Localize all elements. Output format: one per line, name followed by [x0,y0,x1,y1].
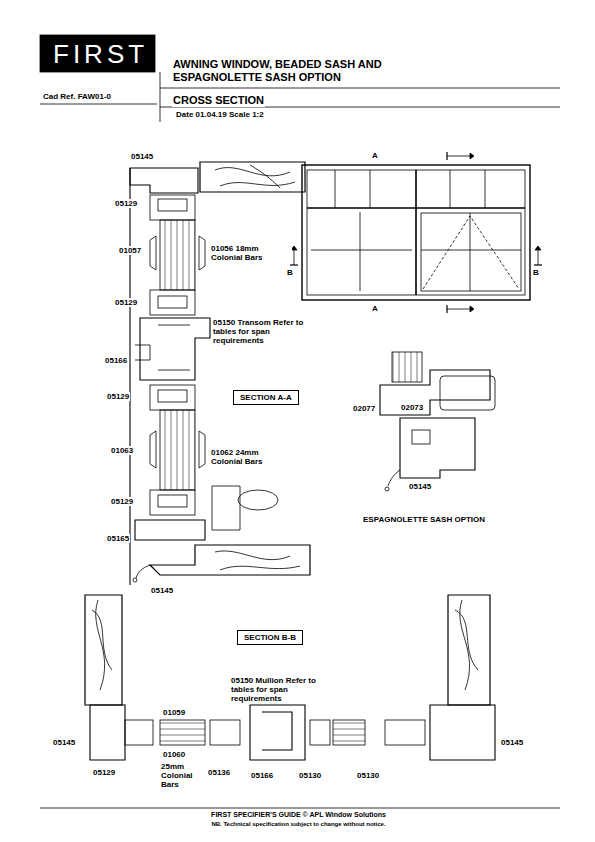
section-label: SECTION A-A [240,393,292,402]
section-mark: B [286,268,294,277]
callout-number: 05130 [298,771,322,780]
date: Date 01.04.19 [175,110,228,119]
section-mark: A [371,304,379,313]
section-label: SECTION B-B [244,633,296,642]
callout-number: 01060 [162,750,186,759]
section-label-box: SECTION A-A [233,390,299,405]
callout-number: 02073 [400,403,424,412]
callout-number: 05130 [356,771,380,780]
callout-number: 05145 [408,482,432,491]
footer-text: FIRST SPECIFIER'S GUIDE © APL Window Sol… [0,811,595,819]
callout-number: 01063 [110,446,134,455]
section-mark: B [532,268,540,277]
callout-number: 05129 [110,497,134,506]
section-label-box: SECTION B-B [237,630,303,645]
callout-number: 05145 [150,586,174,595]
cad-ref: Cad Ref. FAW01-0 [42,92,112,101]
callout-number: 05150 Transom Refer to tables for span r… [212,318,309,346]
callout-number: 01056 18mm Colonial Bars [210,244,292,262]
subtitle: CROSS SECTION [172,94,265,107]
callout-number: 05129 [114,298,138,307]
callout-number: 01057 [118,246,142,255]
callout-number: 01059 [162,708,186,717]
callout-number: 05150 Mullion Refer to tables for span r… [230,676,332,704]
callout-number: 01062 24mm Colonial Bars [210,448,292,466]
callout-number: 05165 [106,534,130,543]
callout-number: 25mm Colonial Bars [160,762,202,790]
callout-number: 05129 [114,199,138,208]
callout-number: 05145 [500,738,524,747]
callout-number: 05136 [207,768,231,777]
drawing-title: AWNING WINDOW, BEADED SASH AND ESPAGNOLE… [172,58,389,83]
callout-number: 05145 [52,738,76,747]
logo: FIRST [52,40,149,70]
callout-number: 05166 [250,771,274,780]
callout-number: 02077 [352,404,376,413]
option-caption: ESPAGNOLETTE SASH OPTION [362,515,486,524]
callout-number: 05129 [92,768,116,777]
callout-number: 05166 [104,356,128,365]
callout-number: 05129 [106,392,130,401]
section-mark: A [371,151,379,160]
footer-note: NB. Technical specification subject to c… [0,821,595,828]
scale: Scale 1:2 [228,110,265,119]
callout-number: 05145 [130,152,154,161]
